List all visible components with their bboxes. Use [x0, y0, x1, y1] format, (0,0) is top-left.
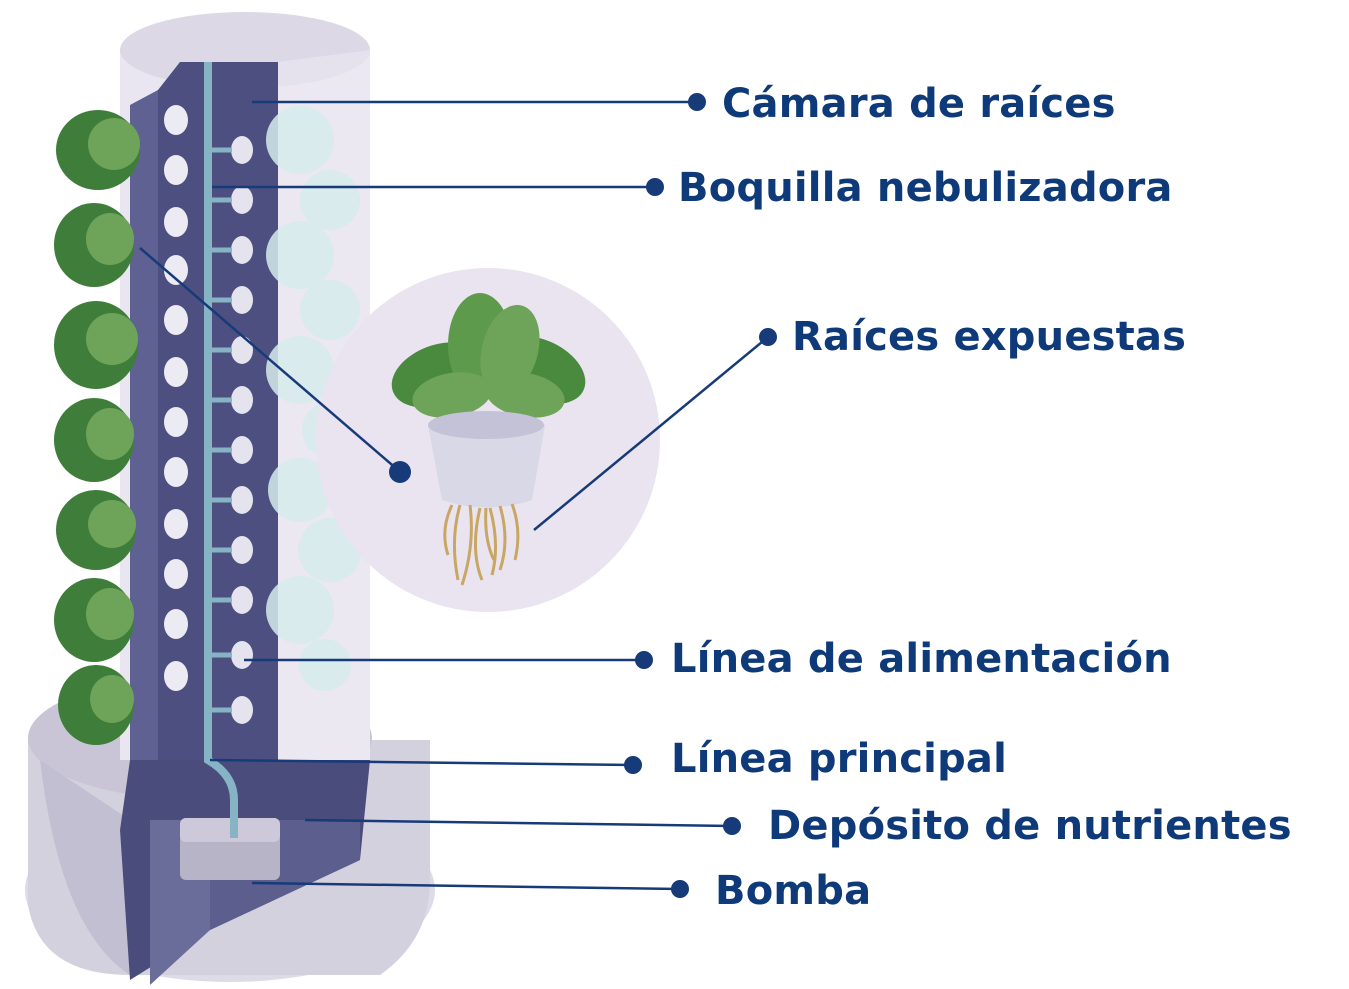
label-pump: Bomba	[715, 868, 872, 914]
mist-clouds	[266, 106, 362, 691]
exposed-roots-bubble	[316, 268, 660, 612]
leader-dots	[389, 93, 777, 898]
lettuce-plants	[54, 110, 140, 745]
label-nutrient-reservoir: Depósito de nutrientes	[768, 803, 1292, 849]
label-mist-nozzle: Boquilla nebulizadora	[678, 165, 1173, 211]
leader-lines	[139, 100, 769, 891]
root-chamber-cutaway	[158, 62, 278, 760]
label-exposed-roots: Raíces expuestas	[792, 314, 1187, 360]
net-pot	[428, 425, 545, 508]
label-main-line: Línea principal	[671, 736, 1008, 782]
mist-nozzles	[164, 105, 253, 724]
label-root-chamber: Cámara de raíces	[722, 81, 1116, 127]
roots	[443, 503, 520, 586]
label-feed-line: Línea de alimentación	[671, 636, 1172, 682]
plant-leaves	[391, 293, 586, 418]
main-pipe	[204, 62, 238, 838]
